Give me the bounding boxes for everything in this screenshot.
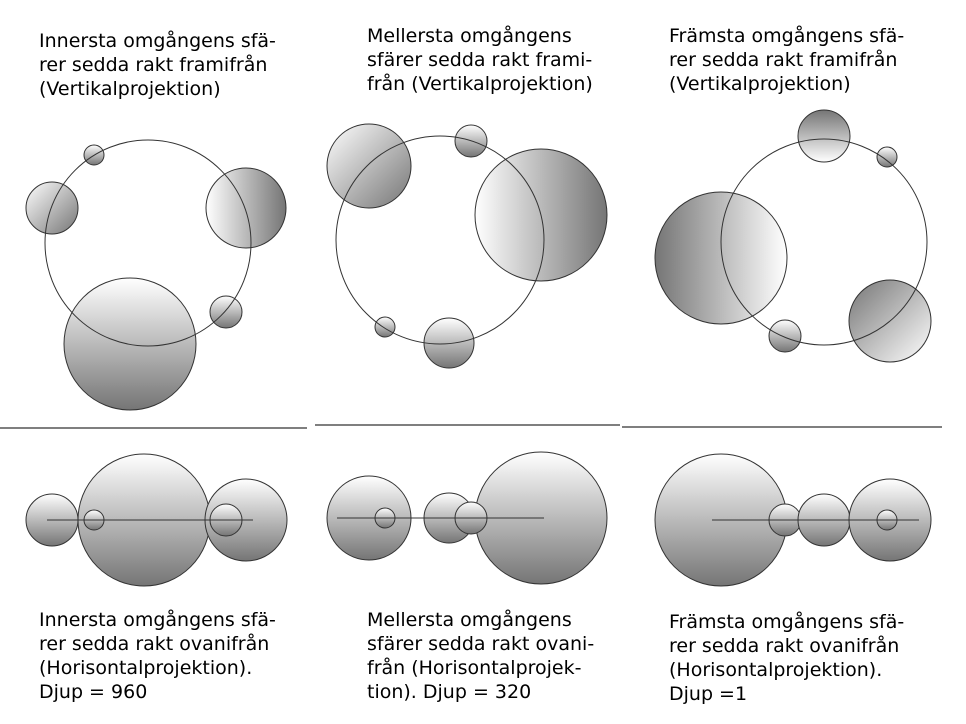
- orbit-circle: [44, 139, 252, 347]
- left-sphere: [25, 181, 79, 235]
- panel-horizontal-front: [654, 453, 932, 587]
- small-sphere-bottom: [768, 319, 802, 353]
- caption-vertical-middle: Mellersta omgångens sfärer sedda rakt fr…: [367, 25, 593, 95]
- panel-vertical-front: [654, 109, 932, 363]
- bottom-sphere: [423, 317, 475, 369]
- panel-horizontal-middle: [326, 451, 608, 585]
- panel-vertical-middle: [326, 123, 608, 369]
- small-sphere-top-right: [876, 146, 898, 168]
- panel-vertical-inner: [25, 139, 287, 411]
- small-sphere-right: [209, 295, 243, 329]
- panel-horizontal-inner: [25, 453, 288, 587]
- left-sphere: [654, 191, 788, 325]
- right-sphere: [205, 167, 287, 249]
- top-sphere: [797, 109, 851, 163]
- orbit-circle: [720, 138, 928, 346]
- caption-horizontal-front: Främsta omgångens sfä- rer sedda rakt ov…: [669, 611, 905, 705]
- caption-horizontal-middle: Mellersta omgångens sfärer sedda rakt ov…: [367, 609, 595, 703]
- caption-horizontal-inner: Innersta omgångens sfä- rer sedda rakt o…: [39, 609, 276, 703]
- left-sphere: [326, 123, 412, 209]
- separator-lines: [0, 424, 942, 429]
- small-sphere-bottom-left: [374, 316, 396, 338]
- caption-vertical-inner: Innersta omgångens sfä- rer sedda rakt f…: [39, 30, 276, 100]
- orbit-circle: [335, 135, 545, 345]
- caption-vertical-front: Främsta omgångens sfä- rer sedda rakt fr…: [669, 25, 905, 95]
